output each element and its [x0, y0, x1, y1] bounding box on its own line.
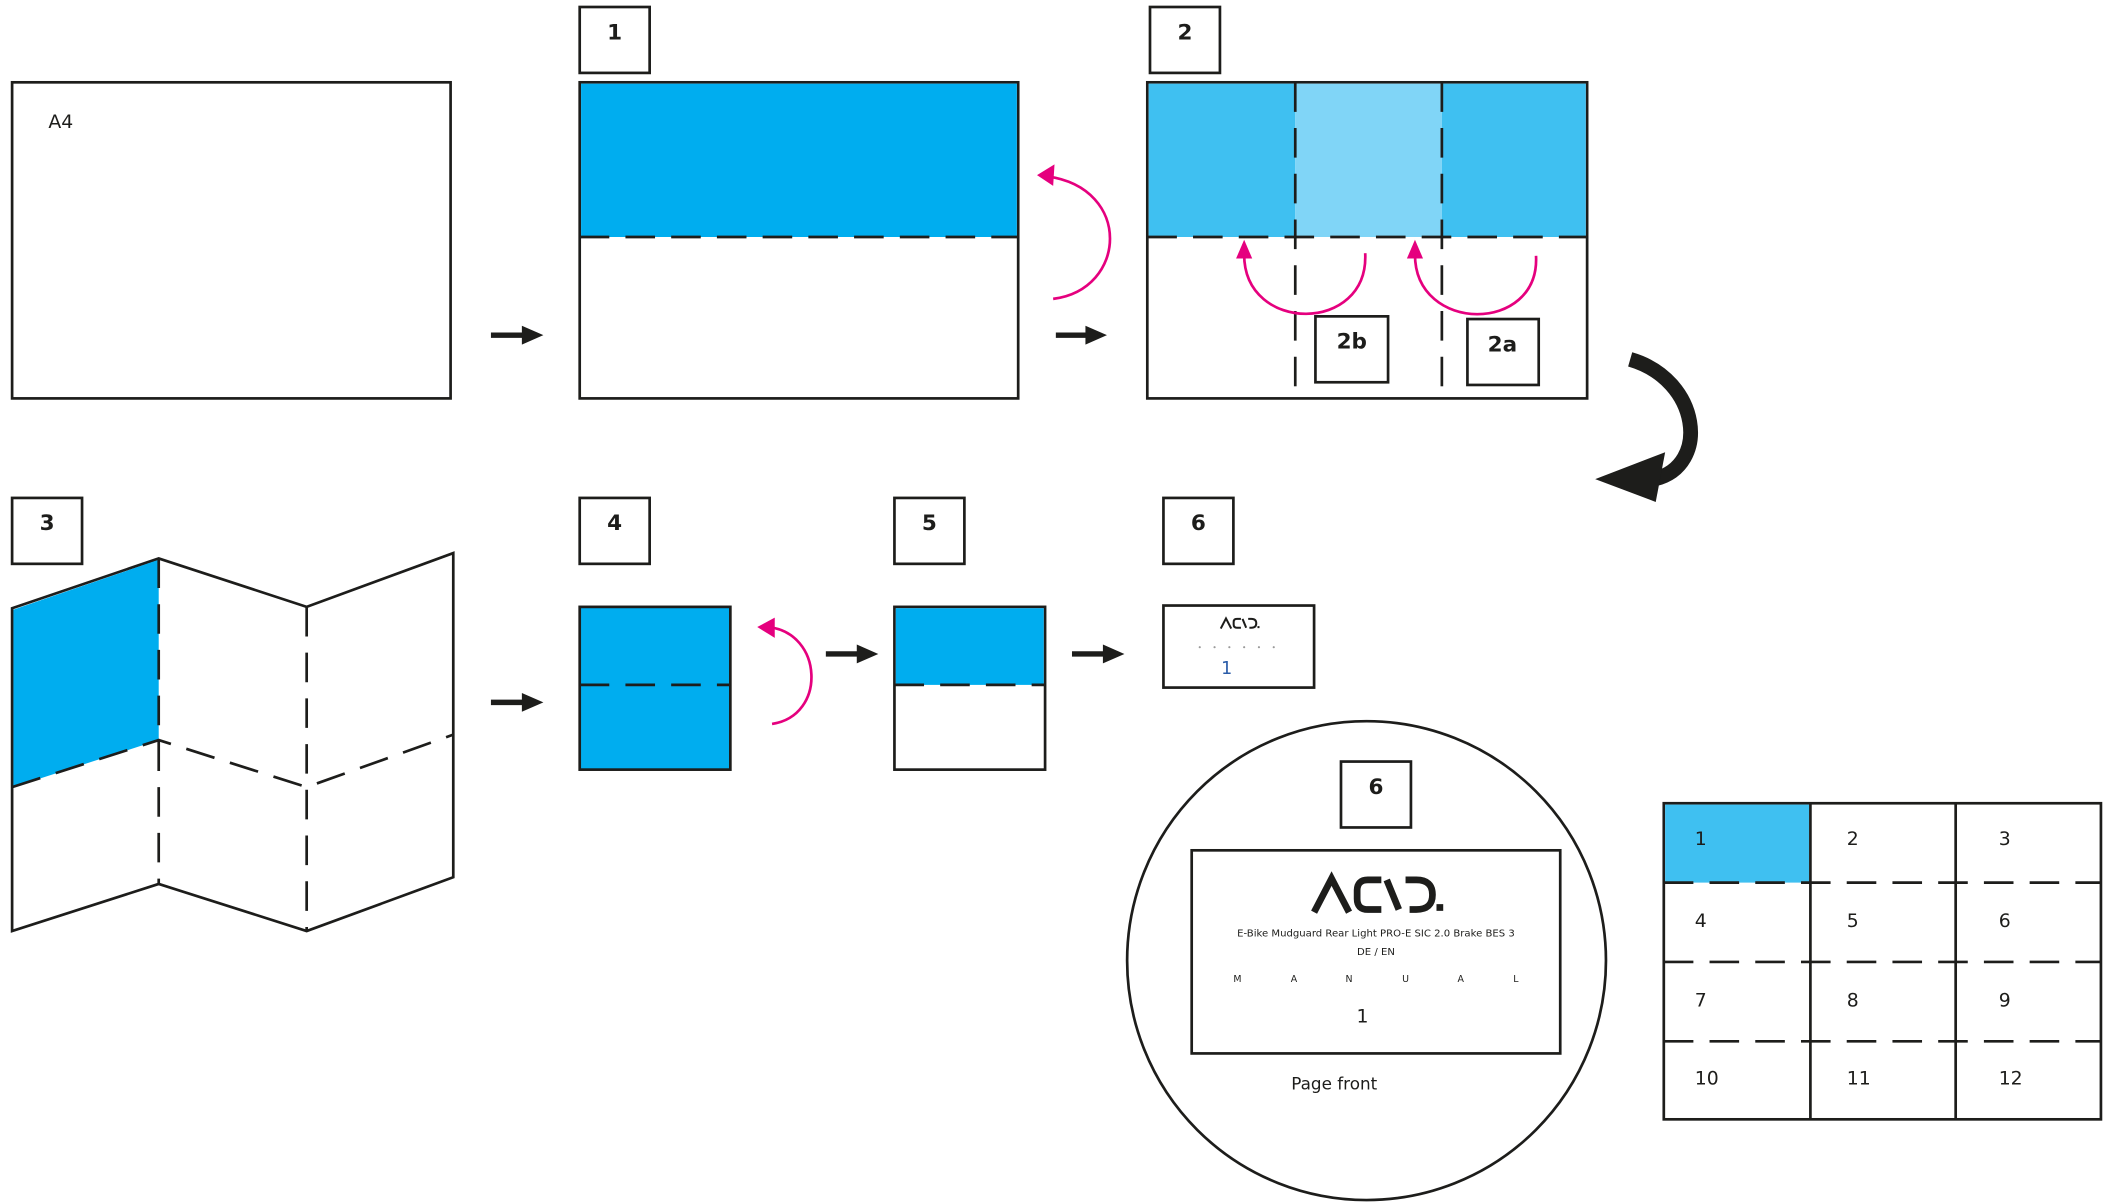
arrow-right-icon [825, 644, 879, 664]
step-1-number: 1 [607, 20, 622, 45]
step-4-label-box [578, 496, 651, 566]
step-3-fold-line-h [11, 733, 454, 789]
detail-number: 6 [1368, 775, 1383, 800]
languages: DE / EN [1357, 947, 1395, 958]
panel-step-5: 5 [893, 496, 1047, 771]
step-2-blue-right [1441, 83, 1586, 237]
arrow-right-icon [490, 692, 544, 712]
step-2a-label-box [1466, 317, 1541, 387]
step-2-number: 2 [1177, 20, 1192, 45]
manual-letter: U [1402, 974, 1409, 985]
fold-arrow-2b-icon [1236, 239, 1367, 315]
step-3-number: 3 [40, 511, 55, 536]
acid-logo [1311, 871, 1444, 914]
grid-cell-highlight [1665, 804, 1810, 883]
grid-cell-number: 8 [1847, 990, 1859, 1011]
grid-cell-number: 5 [1847, 911, 1859, 932]
step-6-label-box [1162, 496, 1235, 566]
manual-letter: M [1233, 974, 1241, 985]
arrow-right-icon [490, 325, 544, 345]
a4-label: A4 [48, 112, 73, 133]
step-2b-label-box [1314, 315, 1390, 384]
step-3-label-box [10, 496, 84, 566]
step-5-blue-half [895, 608, 1044, 685]
manual-letter: A [1291, 974, 1298, 985]
step-2a-label: 2a [1488, 332, 1517, 357]
grid-cell-number: 11 [1847, 1068, 1871, 1089]
step-6-dotted-line [1198, 646, 1275, 649]
manual-letter: L [1513, 974, 1519, 985]
grid-cell-number: 1 [1695, 829, 1707, 850]
grid-cell-number: 9 [1999, 990, 2011, 1011]
detail-magnifier: 6 E-Bike Mudguard Rear Light PRO-E SIC 2… [1125, 719, 1608, 1202]
a4-sheet [10, 80, 452, 400]
cover-page-number: 1 [1357, 1006, 1369, 1027]
step-6-number: 6 [1191, 511, 1206, 536]
page-front-caption: Page front [1291, 1074, 1377, 1094]
panel-step-1: 1 [578, 5, 1112, 400]
step-1-label-box [578, 5, 651, 75]
step-1-blue-half [581, 83, 1017, 237]
page-grid: 1 2 3 4 5 6 7 8 9 10 11 12 [1662, 801, 2103, 1121]
step-2-blue-left [1148, 83, 1296, 237]
step-6-folded-manual [1162, 604, 1316, 689]
grid-cell-number: 3 [1999, 829, 2011, 850]
step-4-sheet [578, 605, 732, 771]
grid-cell-number: 7 [1695, 990, 1707, 1011]
panel-step-2: 2 2b 2a [1145, 5, 1589, 400]
fold-up-arrow-icon [1037, 164, 1112, 301]
manual-cover [1190, 848, 1562, 1055]
arrow-right-icon [1055, 325, 1107, 345]
step-2b-label: 2b [1337, 330, 1367, 355]
step-6-page-number: 1 [1221, 659, 1232, 679]
fold-arrow-2a-icon [1406, 239, 1538, 316]
detail-label-box [1339, 760, 1413, 829]
step-2-label-box [1148, 5, 1222, 75]
manual-letter: N [1346, 974, 1353, 985]
step-4-number: 4 [607, 511, 622, 536]
grid-cell-number: 2 [1847, 829, 1859, 850]
curved-arrow-icon [1595, 352, 1698, 502]
panel-step-3: 3 [10, 496, 455, 933]
step-5-label-box [893, 496, 966, 566]
panel-a4: A4 [10, 80, 452, 400]
step-5-number: 5 [922, 511, 937, 536]
grid-cell-number: 6 [1999, 911, 2011, 932]
grid-cell-number: 12 [1999, 1068, 2023, 1089]
arrow-right-icon [1071, 644, 1125, 664]
grid-cell-number: 4 [1695, 911, 1707, 932]
panel-step-6: 6 1 [1162, 496, 1316, 689]
grid-cell-number: 10 [1695, 1068, 1719, 1089]
step-3-blue-panel [13, 559, 159, 788]
step-2-blue-middle [1295, 83, 1442, 237]
fold-up-arrow-icon [757, 617, 813, 726]
acid-logo-small [1219, 616, 1260, 630]
product-name: E-Bike Mudguard Rear Light PRO-E SIC 2.0… [1237, 928, 1515, 939]
panel-step-4: 4 [578, 496, 813, 771]
manual-letter: A [1457, 974, 1464, 985]
manual-title: M A N U A L [1233, 974, 1519, 985]
